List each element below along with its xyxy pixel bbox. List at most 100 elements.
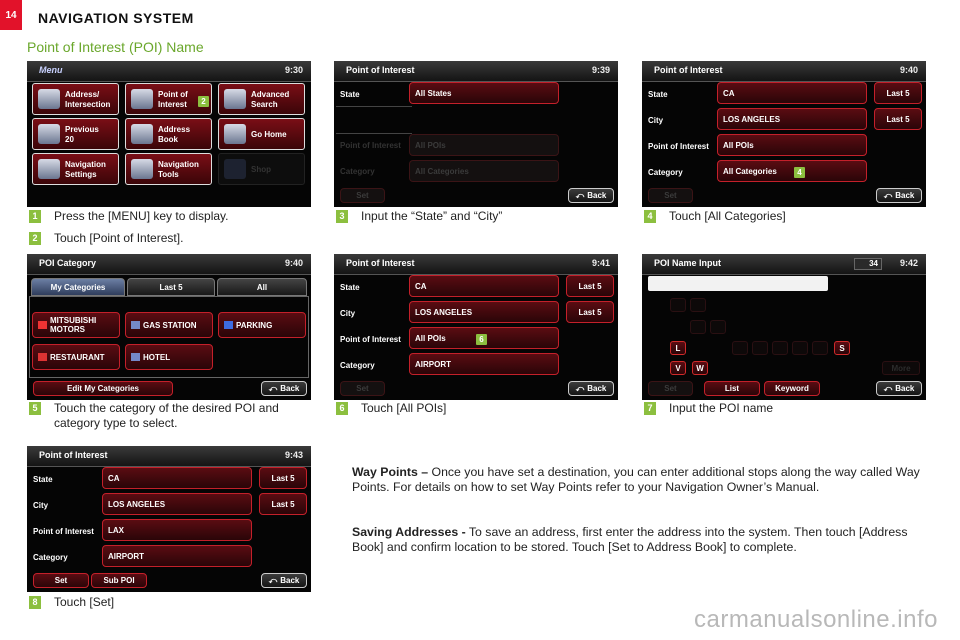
back-button[interactable]: ⤺Back <box>261 573 307 588</box>
address-intersection-button[interactable]: Address/Intersection <box>32 83 119 115</box>
key-w[interactable]: W <box>692 361 708 375</box>
name-input-field[interactable] <box>648 276 828 291</box>
key-v[interactable]: V <box>670 361 686 375</box>
way-points-note: Way Points – Once you have set a destina… <box>352 465 920 494</box>
poi-field[interactable]: All POIs <box>409 134 559 156</box>
state-label: State <box>648 90 668 99</box>
set-button[interactable]: Set <box>648 188 693 203</box>
list-button[interactable]: List <box>704 381 760 396</box>
key-row2-b[interactable] <box>710 320 726 334</box>
step-number: 4 <box>644 210 656 223</box>
step-number: 1 <box>29 210 41 223</box>
clock: 9:42 <box>899 258 918 268</box>
state-field[interactable]: CA <box>717 82 867 104</box>
step-3-caption: 3 Input the “State” and “City” <box>336 209 626 224</box>
last-5-state-button[interactable]: Last 5 <box>259 467 307 489</box>
point-of-interest-label: Point of Interest <box>648 142 709 151</box>
step-number: 7 <box>644 402 656 415</box>
step-number: 8 <box>29 596 41 609</box>
poi-field[interactable]: LAX <box>102 519 252 541</box>
state-field[interactable]: All States <box>409 82 559 104</box>
back-button[interactable]: ⤺Back <box>568 381 614 396</box>
poi-field[interactable]: All POIs 6 <box>409 327 559 349</box>
category-field[interactable]: AIRPORT <box>102 545 252 567</box>
city-field[interactable]: LOS ANGELES <box>717 108 867 130</box>
key-row2-a[interactable] <box>690 320 706 334</box>
clock: 9:39 <box>591 65 610 75</box>
step-5-caption: 5 Touch the category of the desired POI … <box>29 401 319 431</box>
category-mitsubishi-motors[interactable]: MITSUBISHI MOTORS <box>32 312 120 338</box>
state-label: State <box>340 90 360 99</box>
key-row1-b[interactable] <box>690 298 706 312</box>
back-button[interactable]: ⤺Back <box>568 188 614 203</box>
screen-title: Point of Interest <box>654 65 723 75</box>
set-button[interactable]: Set <box>340 381 385 396</box>
back-arrow-icon: ⤺ <box>575 190 585 200</box>
last-5-city-button[interactable]: Last 5 <box>259 493 307 515</box>
category-hotel[interactable]: HOTEL <box>125 344 213 370</box>
city-field[interactable]: LOS ANGELES <box>102 493 252 515</box>
clock: 9:43 <box>284 450 303 460</box>
step-number: 6 <box>336 402 348 415</box>
key-row3-c[interactable] <box>772 341 788 355</box>
step-badge: 2 <box>198 96 209 107</box>
tab-all[interactable]: All <box>217 278 307 296</box>
back-button[interactable]: ⤺Back <box>876 381 922 396</box>
key-s[interactable]: S <box>834 341 850 355</box>
city-label: City <box>340 309 356 318</box>
screenshot-poi-state-city: Point of Interest 9:40 State CA City LOS… <box>642 61 926 207</box>
page-subtitle: Point of Interest (POI) Name <box>27 39 204 55</box>
poi-field[interactable]: All POIs <box>717 134 867 156</box>
set-button[interactable]: Set <box>33 573 89 588</box>
category-parking[interactable]: PARKING <box>218 312 306 338</box>
last-5-city-button[interactable]: Last 5 <box>874 108 922 130</box>
back-button[interactable]: ⤺Back <box>876 188 922 203</box>
point-of-interest-label: Point of Interest <box>340 335 401 344</box>
category-restaurant[interactable]: RESTAURANT <box>32 344 120 370</box>
category-field[interactable]: All Categories 4 <box>717 160 867 182</box>
step-7-caption: 7 Input the POI name <box>644 401 934 416</box>
set-button[interactable]: Set <box>648 381 693 396</box>
back-arrow-icon: ⤺ <box>575 383 585 393</box>
state-field[interactable]: CA <box>409 275 559 297</box>
edit-my-categories-button[interactable]: Edit My Categories <box>33 381 173 396</box>
screenshot-poi-airport: Point of Interest 9:41 State CA City LOS… <box>334 254 618 400</box>
key-row3-a[interactable] <box>732 341 748 355</box>
key-l[interactable]: L <box>670 341 686 355</box>
last-5-state-button[interactable]: Last 5 <box>566 275 614 297</box>
sub-poi-button[interactable]: Sub POI <box>91 573 147 588</box>
tab-last-5[interactable]: Last 5 <box>127 278 215 296</box>
back-arrow-icon: ⤺ <box>268 383 278 393</box>
state-field[interactable]: CA <box>102 467 252 489</box>
info-icon <box>131 159 153 179</box>
keyword-button[interactable]: Keyword <box>764 381 820 396</box>
go-home-button[interactable]: Go Home <box>218 118 305 150</box>
category-field[interactable]: All Categories <box>409 160 559 182</box>
page-number: 14 <box>0 0 22 30</box>
step-badge: 4 <box>794 167 805 178</box>
key-row1-a[interactable] <box>670 298 686 312</box>
last-5-city-button[interactable]: Last 5 <box>566 301 614 323</box>
key-row3-d[interactable] <box>792 341 808 355</box>
key-row3-e[interactable] <box>812 341 828 355</box>
city-field[interactable]: LOS ANGELES <box>409 301 559 323</box>
tab-my-categories[interactable]: My Categories <box>31 278 125 296</box>
book-icon <box>131 124 153 144</box>
back-button[interactable]: ⤺Back <box>261 381 307 396</box>
shop-button[interactable]: Shop <box>218 153 305 185</box>
category-gas-station[interactable]: GAS STATION <box>125 312 213 338</box>
more-key[interactable]: More <box>882 361 920 375</box>
city-label: City <box>33 501 49 510</box>
set-button[interactable]: Set <box>340 188 385 203</box>
screenshot-poi-name-input: POI Name Input 34 9:42 L S V W More Set … <box>642 254 926 400</box>
key-row3-b[interactable] <box>752 341 768 355</box>
clock: 9:40 <box>899 65 918 75</box>
category-field[interactable]: AIRPORT <box>409 353 559 375</box>
last-5-state-button[interactable]: Last 5 <box>874 82 922 104</box>
